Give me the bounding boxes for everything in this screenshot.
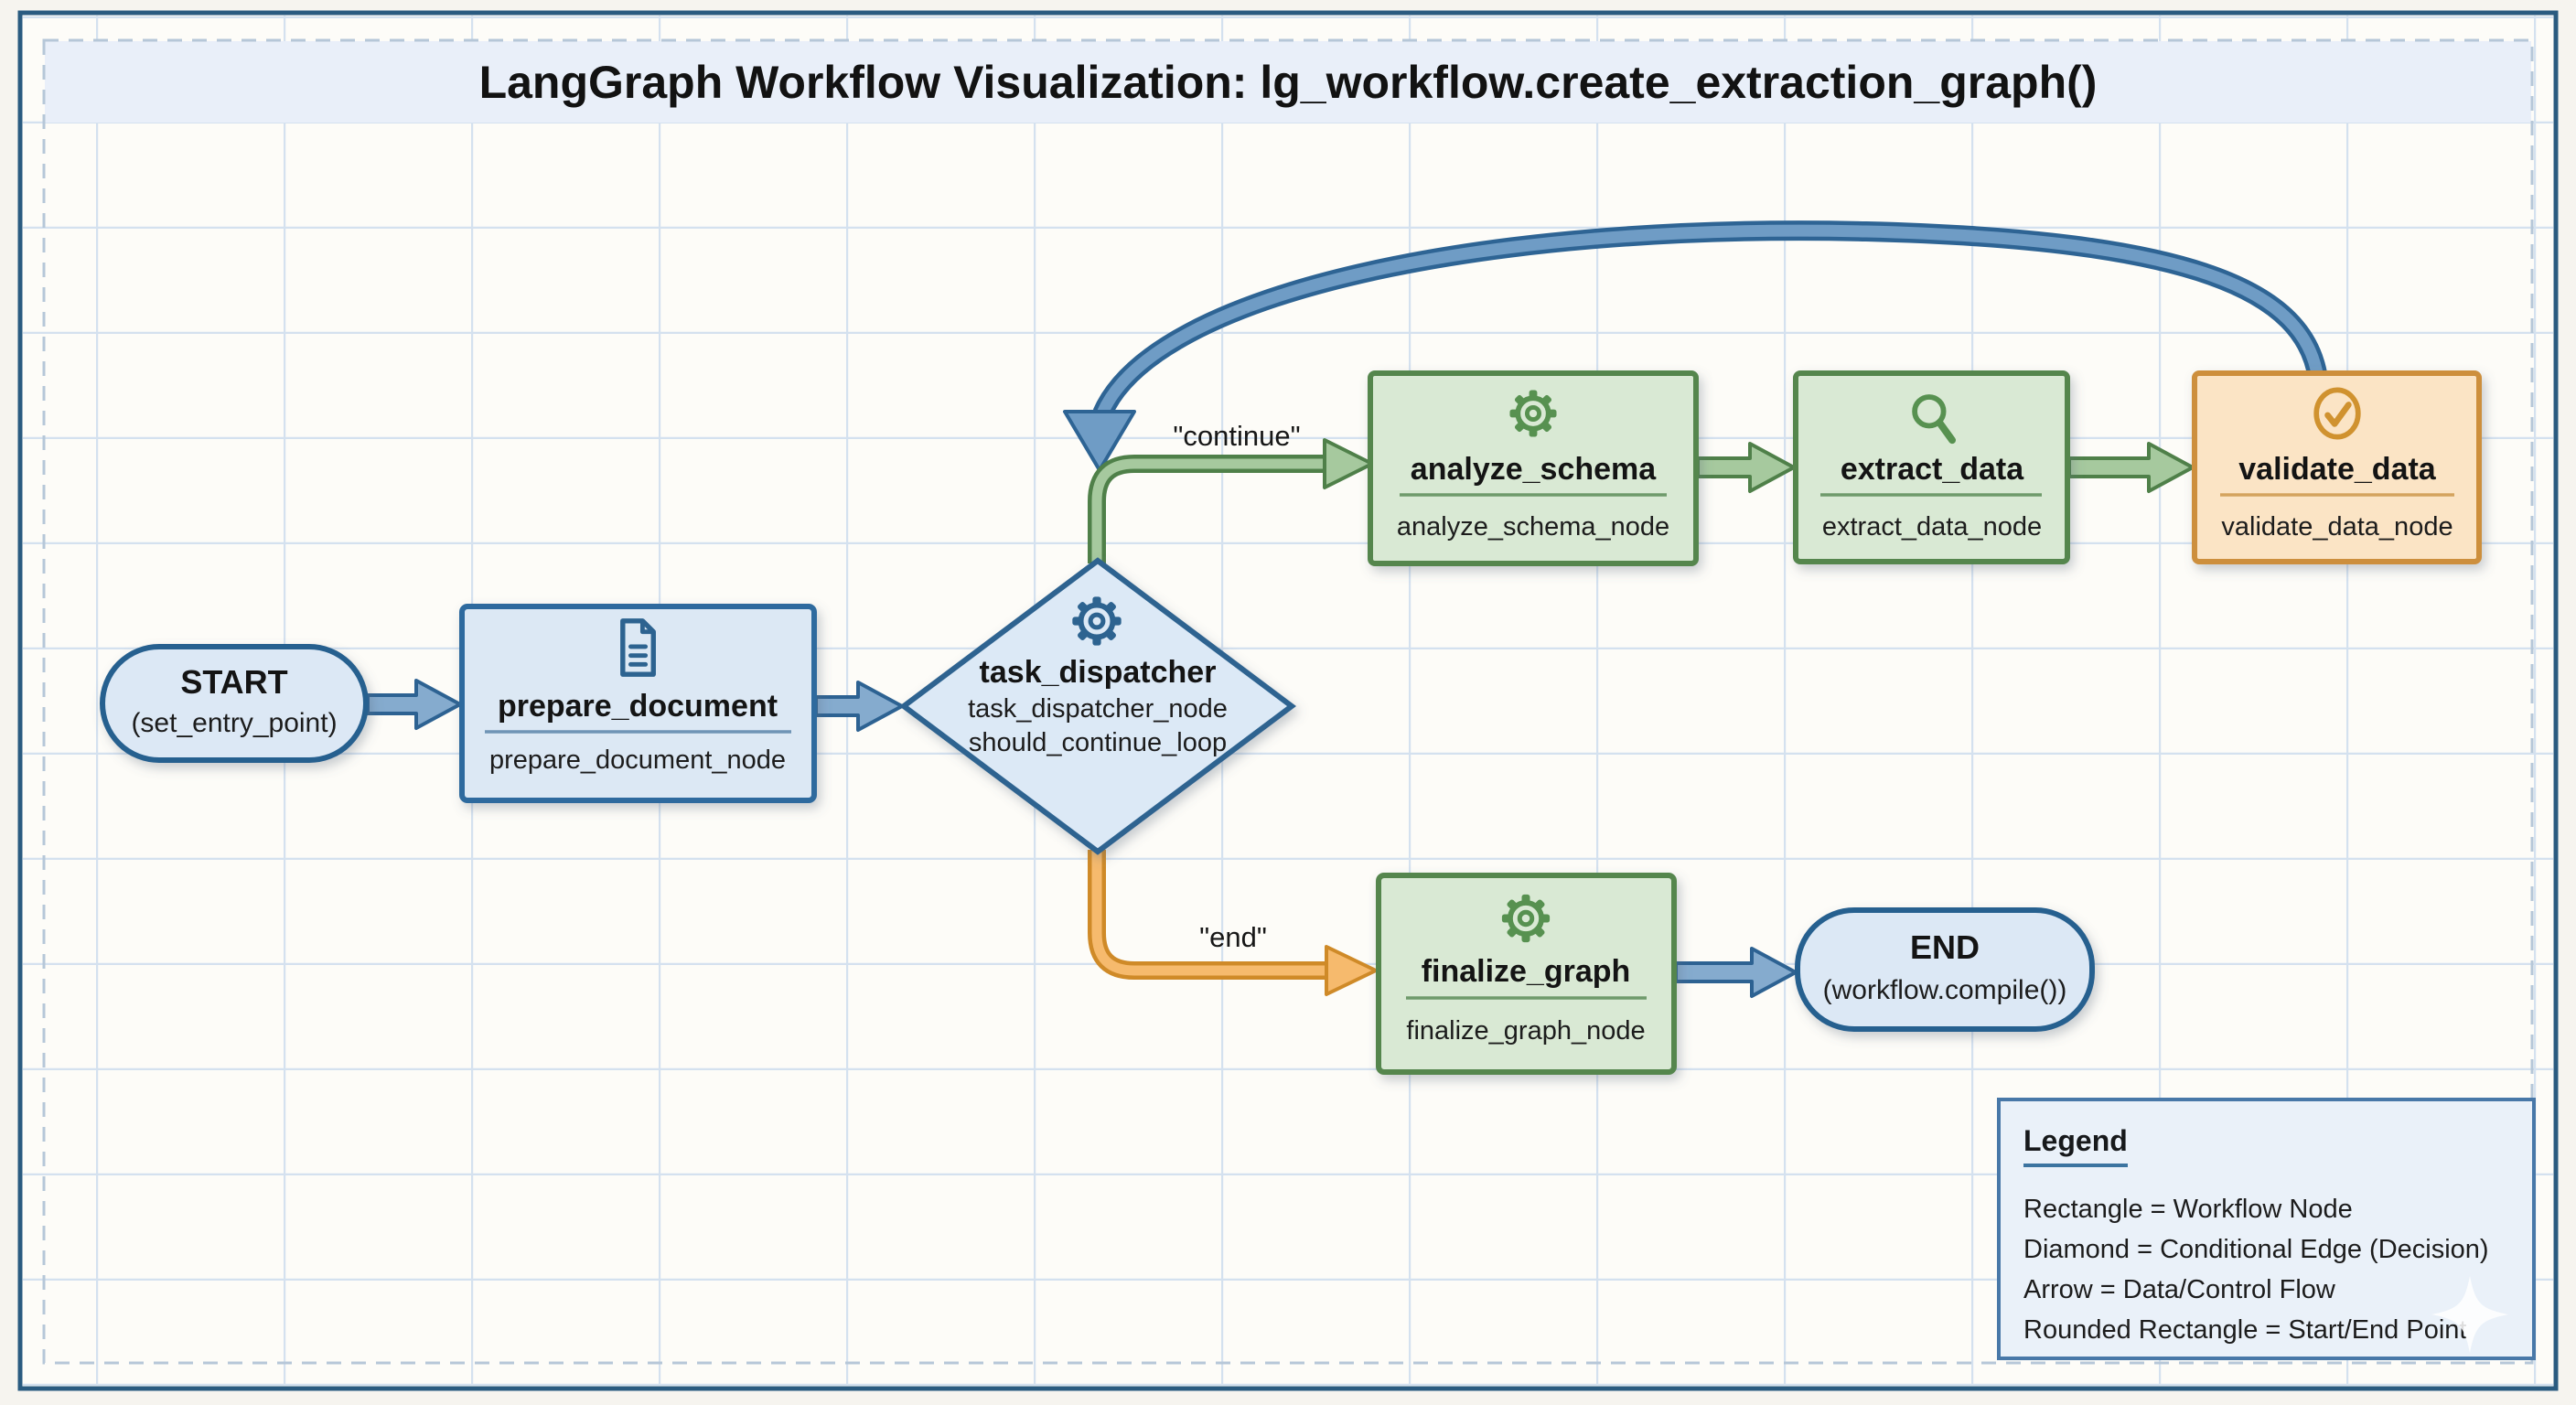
validate-data-shape <box>2192 370 2482 564</box>
continue-edge-body <box>1091 458 1325 563</box>
edge-label-continue: "continue" <box>1173 420 1300 452</box>
legend-title: Legend <box>2023 1124 2128 1157</box>
node-end: END (workflow.compile()) <box>1795 907 2095 1032</box>
extract-data-label: extract_data <box>1841 452 2024 487</box>
extract-data-shape <box>1793 370 2070 564</box>
analyze-schema-sublabel: analyze_schema_node <box>1397 512 1669 542</box>
node-task-dispatcher: task_dispatcher task_dispatcher_node sho… <box>899 557 1296 855</box>
node-finalize-graph: finalize_graph finalize_graph_node <box>1376 873 1677 1075</box>
inner-dashed-border <box>42 38 2534 1365</box>
node-analyze-schema: analyze_schema analyze_schema_node <box>1368 370 1699 566</box>
start-label: START <box>180 663 287 701</box>
analyze-schema-label: analyze_schema <box>1411 452 1657 487</box>
arrow-prepare-to-dispatcher <box>814 681 904 732</box>
node-prepare-document: prepare_document prepare_document_node <box>459 604 817 803</box>
loop-arrowhead <box>1063 410 1136 472</box>
legend: Legend Rectangle = Workflow Node Diamond… <box>1997 1098 2536 1360</box>
node-extract-data: extract_data extract_data_node <box>1793 370 2070 564</box>
legend-item-arrow: Arrow = Data/Control Flow <box>2023 1275 2336 1304</box>
prepare-document-shape <box>459 604 817 803</box>
task-dispatcher-label: task_dispatcher <box>980 655 1217 690</box>
start-shape <box>100 644 369 763</box>
node-start: START (set_entry_point) <box>100 644 369 763</box>
finalize-graph-label: finalize_graph <box>1422 954 1631 989</box>
finalize-graph-sublabel: finalize_graph_node <box>1406 1016 1645 1046</box>
legend-item-rectangle: Rectangle = Workflow Node <box>2023 1195 2353 1224</box>
extract-data-sublabel: extract_data_node <box>1822 512 2042 542</box>
legend-item-diamond: Diamond = Conditional Edge (Decision) <box>2023 1235 2489 1264</box>
start-sublabel: (set_entry_point) <box>131 708 337 738</box>
validate-data-sublabel: validate_data_node <box>2221 512 2453 542</box>
sparkle-watermark-icon <box>2431 1276 2508 1353</box>
task-dispatcher-shape <box>899 557 1296 855</box>
task-dispatcher-node-name: task_dispatcher_node <box>968 694 1228 724</box>
arrow-extract-to-validate <box>2067 442 2195 493</box>
legend-item-rounded-rectangle: Rounded Rectangle = Start/End Point <box>2023 1315 2466 1345</box>
edge-loop-validate-to-dispatcher <box>1063 220 2328 472</box>
end-shape <box>1795 907 2095 1032</box>
end-edge-body <box>1091 850 1326 976</box>
diagram-title: LangGraph Workflow Visualization: lg_wor… <box>479 57 2098 108</box>
end-label: END <box>1910 928 1980 966</box>
arrow-analyze-to-extract <box>1696 442 1796 493</box>
edge-dispatcher-end <box>1088 850 1378 996</box>
continue-arrowhead <box>1323 438 1374 489</box>
node-validate-data: validate_data validate_data_node <box>2192 370 2482 564</box>
title-band <box>45 41 2531 123</box>
legend-box <box>1997 1098 2536 1360</box>
arrow-start-to-prepare <box>366 679 462 730</box>
loop-edge-body <box>1097 224 2324 416</box>
analyze-schema-shape <box>1368 370 1699 566</box>
prepare-document-label: prepare_document <box>498 689 778 724</box>
validate-data-label: validate_data <box>2238 452 2437 487</box>
arrow-finalize-to-end <box>1674 947 1798 998</box>
edge-label-end: "end" <box>1199 921 1267 953</box>
end-sublabel: (workflow.compile()) <box>1823 975 2067 1005</box>
end-arrowhead <box>1325 945 1378 996</box>
finalize-graph-shape <box>1376 873 1677 1075</box>
edge-dispatcher-continue <box>1088 438 1374 563</box>
prepare-document-sublabel: prepare_document_node <box>489 745 786 775</box>
task-dispatcher-condition-name: should_continue_loop <box>969 728 1227 757</box>
